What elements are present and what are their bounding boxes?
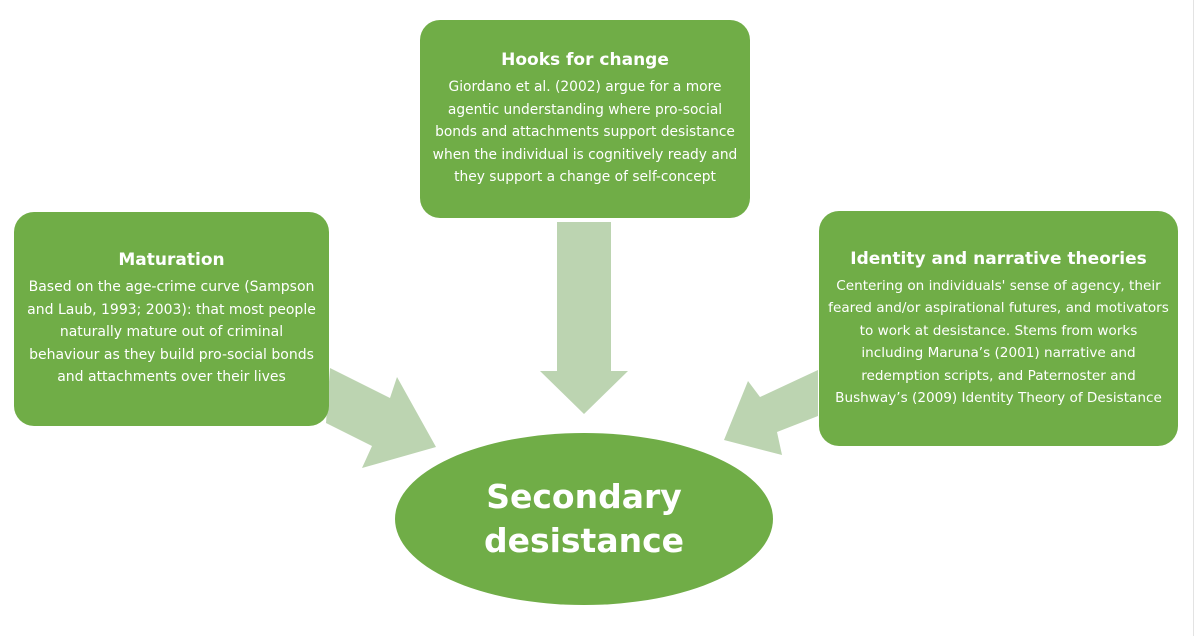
node-title: Identity and narrative theories: [850, 248, 1147, 269]
node-title: Hooks for change: [501, 50, 669, 71]
node-title: Maturation: [118, 250, 225, 271]
node-description: Centering on individuals' sense of agenc…: [828, 277, 1169, 407]
node-description: Giordano et al. (2002) argue for a more …: [432, 79, 738, 186]
node-identity-narrative: Identity and narrative theories Centerin…: [819, 211, 1178, 446]
node-hooks-for-change: Hooks for change Giordano et al. (2002) …: [420, 20, 750, 218]
node-maturation: Maturation Based on the age-crime curve …: [14, 212, 329, 426]
node-description: Based on the age-crime curve (Sampson an…: [27, 279, 316, 386]
arrow-down-left-icon: [724, 370, 818, 455]
outcome-label: Secondary desistance: [483, 477, 685, 560]
arrow-down-icon: [540, 222, 628, 414]
page-edge-divider: [1193, 0, 1194, 636]
arrow-down-right-icon: [326, 368, 436, 468]
node-secondary-desistance: Secondary desistance: [395, 433, 773, 605]
